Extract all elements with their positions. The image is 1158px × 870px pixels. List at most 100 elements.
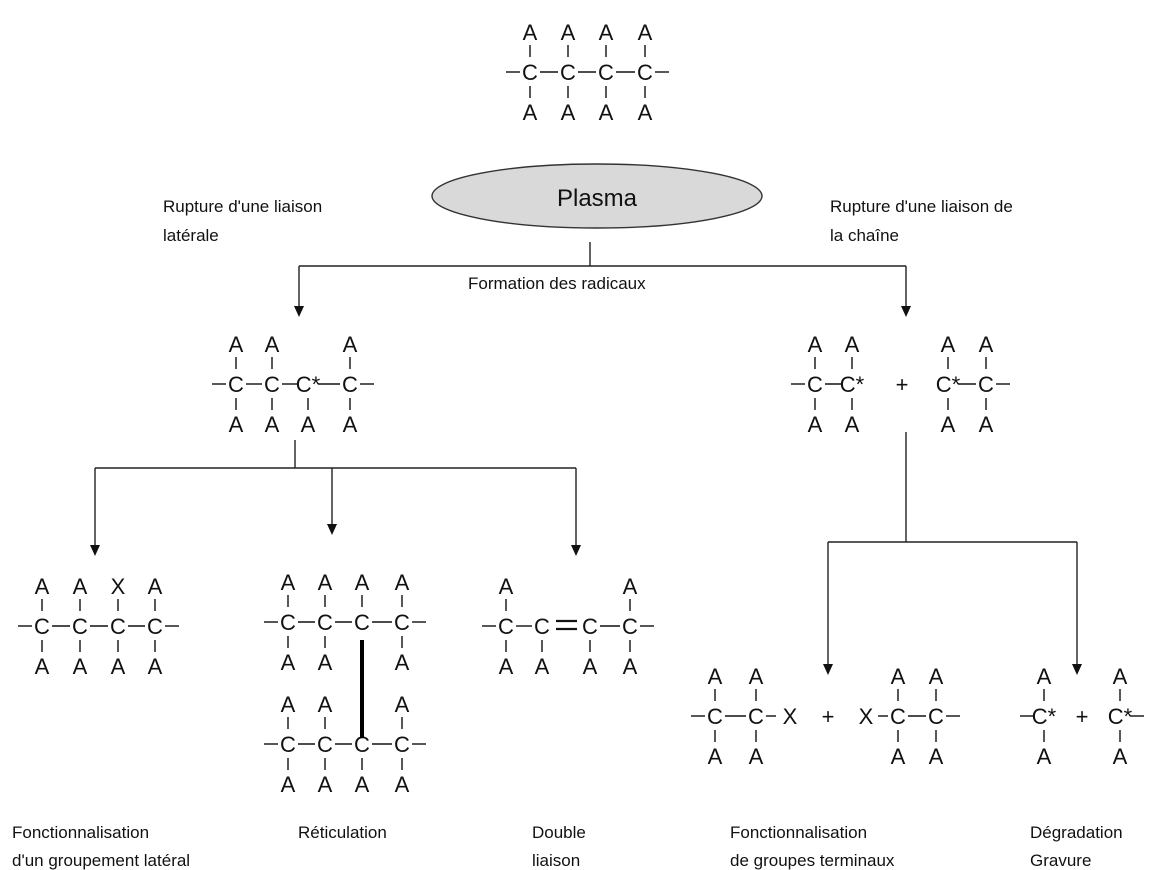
label-rupture-laterale-line2: latérale (163, 226, 219, 245)
ret-top-c3-top-atom: A (355, 570, 370, 595)
top-c3-carbon: C (598, 60, 614, 85)
scis-a-c1-carbon: C (807, 372, 823, 397)
ft-a-c2-bottom-atom: A (749, 744, 764, 769)
top-c1-carbon: C (522, 60, 538, 85)
rad-lat-c3-carbon: C* (296, 372, 321, 397)
ret-bot-c3-bottom-atom: A (355, 772, 370, 797)
label-double-liaison-line2: liaison (532, 851, 580, 870)
rad-lat-c2-bottom-atom: A (265, 412, 280, 437)
ret-top-c4-carbon: C (394, 610, 410, 635)
plasma-label: Plasma (557, 185, 638, 212)
ft-a-c1-top-atom: A (708, 664, 723, 689)
scis-b-c2-top-atom: A (979, 332, 994, 357)
arrowhead-fonctionnalisation-terminaux (823, 664, 833, 675)
ft-b-c1-bottom-atom: A (891, 744, 906, 769)
fl-c4-bottom-atom: A (148, 654, 163, 679)
fl-c3-carbon: C (110, 614, 126, 639)
top-c1-bottom-atom: A (523, 100, 538, 125)
plasma-ellipse (431, 163, 763, 229)
deg-plus: + (1076, 704, 1089, 729)
ret-bot-c4-bottom-atom: A (395, 772, 410, 797)
rad-lat-c4-bottom-atom: A (343, 412, 358, 437)
rad-lat-c4-top-atom: A (343, 332, 358, 357)
arrowhead-fonctionnalisation-lateral (90, 545, 100, 556)
top-c2-carbon: C (560, 60, 576, 85)
label-rupture-laterale-line1: Rupture d'une liaison (163, 197, 322, 216)
ft-a-c2-top-atom: A (749, 664, 764, 689)
scis-b-c1-bottom-atom: A (941, 412, 956, 437)
rad-lat-c1-top-atom: A (229, 332, 244, 357)
fl-c4-top-atom: A (148, 574, 163, 599)
fl-c1-bottom-atom: A (35, 654, 50, 679)
ret-top-c1-carbon: C (280, 610, 296, 635)
dl-c3-carbon: C (582, 614, 598, 639)
ft-b-c1-top-atom: A (891, 664, 906, 689)
label-rupture-chaine-line1: Rupture d'une liaison de (830, 197, 1013, 216)
top-c1-top-atom: A (523, 20, 538, 45)
ft-plus: + (822, 704, 835, 729)
dl-c2-carbon: C (534, 614, 550, 639)
deg-a-c1-carbon: C* (1032, 704, 1057, 729)
top-c3-bottom-atom: A (599, 100, 614, 125)
fl-c1-carbon: C (34, 614, 50, 639)
fl-c4-carbon: C (147, 614, 163, 639)
deg-b-c1-carbon: C* (1108, 704, 1133, 729)
ret-top-c1-bottom-atom: A (281, 650, 296, 675)
dl-c1-carbon: C (498, 614, 514, 639)
deg-b-c1-bottom-atom: A (1113, 744, 1128, 769)
scis-a-c2-carbon: C* (840, 372, 865, 397)
label-fonctionnalisation-lateral-line1: Fonctionnalisation (12, 823, 149, 842)
rad-lat-c2-carbon: C (264, 372, 280, 397)
arrowhead-chain-scission (901, 306, 911, 317)
arrowhead-lateral-radical (294, 306, 304, 317)
ret-bot-c1-top-atom: A (281, 692, 296, 717)
top-c4-bottom-atom: A (638, 100, 653, 125)
ft-a-c1-bottom-atom: A (708, 744, 723, 769)
dl-c1-top-atom: A (499, 574, 514, 599)
rad-lat-c3-bottom-atom: A (301, 412, 316, 437)
ret-top-c3-carbon: C (354, 610, 370, 635)
rad-lat-c2-top-atom: A (265, 332, 280, 357)
label-reticulation: Réticulation (298, 823, 387, 842)
ret-top-c4-bottom-atom: A (395, 650, 410, 675)
fl-c1-top-atom: A (35, 574, 50, 599)
ft-b-c2-carbon: C (928, 704, 944, 729)
ret-bot-c1-bottom-atom: A (281, 772, 296, 797)
ft-a-c2-carbon: C (748, 704, 764, 729)
scis-a-c1-top-atom: A (808, 332, 823, 357)
label-formation-radicaux: Formation des radicaux (468, 274, 646, 293)
ret-bot-c1-carbon: C (280, 732, 296, 757)
fl-c3-bottom-atom: A (111, 654, 126, 679)
ret-bot-c4-top-atom: A (395, 692, 410, 717)
label-fonctionnalisation-lateral-line2: d'un groupement latéral (12, 851, 190, 870)
scis-b-c2-bottom-atom: A (979, 412, 994, 437)
top-c4-top-atom: A (638, 20, 653, 45)
dl-c4-top-atom: A (623, 574, 638, 599)
fl-c2-carbon: C (72, 614, 88, 639)
ret-top-c2-bottom-atom: A (318, 650, 333, 675)
dl-c4-carbon: C (622, 614, 638, 639)
dl-c4-bottom-atom: A (623, 654, 638, 679)
ret-bot-c3-carbon: C (354, 732, 370, 757)
dl-c3-bottom-atom: A (583, 654, 598, 679)
rad-lat-c4-carbon: C (342, 372, 358, 397)
ret-top-c1-top-atom: A (281, 570, 296, 595)
deg-a-c1-top-atom: A (1037, 664, 1052, 689)
product-degradation: AC*A+AC*A (1020, 664, 1144, 769)
scis-plus: + (896, 372, 909, 397)
scis-b-c2-carbon: C (978, 372, 994, 397)
deg-a-c1-bottom-atom: A (1037, 744, 1052, 769)
rad-lat-c1-bottom-atom: A (229, 412, 244, 437)
scis-a-c1-bottom-atom: A (808, 412, 823, 437)
dl-c2-bottom-atom: A (535, 654, 550, 679)
ret-bot-c2-bottom-atom: A (318, 772, 333, 797)
ft-a-c1-carbon: C (707, 704, 723, 729)
ft-b-c2-top-atom: A (929, 664, 944, 689)
